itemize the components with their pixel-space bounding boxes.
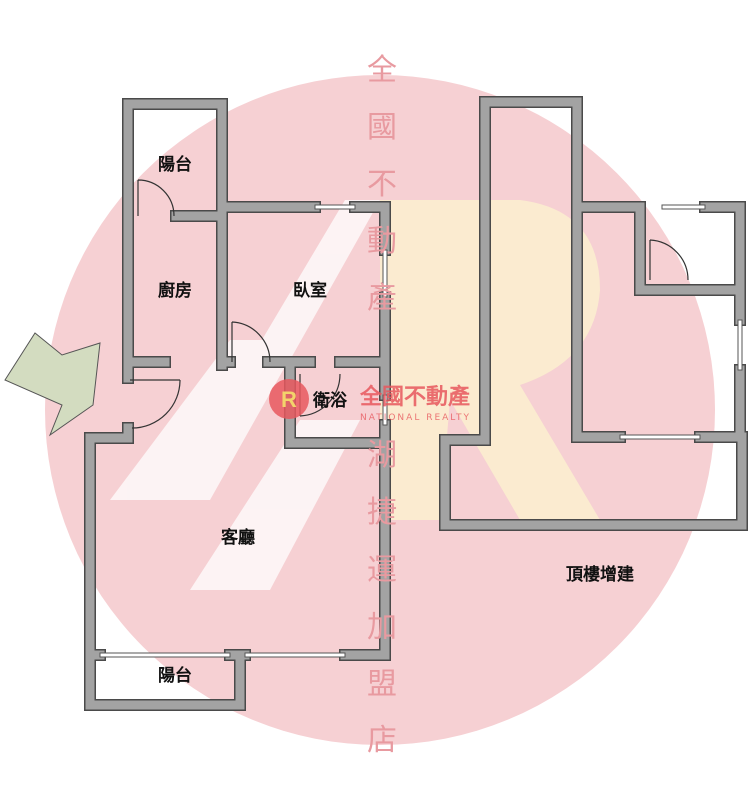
national-realty-logo: R 全國不動產 NATIONAL REALTY	[269, 379, 471, 423]
svg-text:盟: 盟	[367, 667, 397, 702]
svg-text:加: 加	[367, 610, 397, 645]
door-entrance	[130, 379, 181, 429]
watermark-vertical-text: 全 國 不 動 產 湖 捷 運 加 盟 店	[367, 53, 397, 758]
label-balcony-bottom: 陽台	[158, 665, 192, 686]
label-living-room: 客廳	[220, 527, 255, 548]
label-bathroom: 衛浴	[312, 390, 348, 411]
main-unit-walls	[84, 98, 391, 711]
door-rooftop-room	[649, 239, 689, 281]
svg-text:動: 動	[367, 224, 397, 259]
door-bedroom	[231, 321, 271, 363]
entrance-arrow-icon	[4, 332, 101, 437]
svg-text:運: 運	[367, 553, 397, 588]
logo-chinese-text: 全國不動產	[359, 384, 470, 410]
svg-text:不: 不	[367, 167, 397, 202]
light-stripes	[110, 200, 380, 590]
svg-text:湖: 湖	[367, 438, 397, 473]
watermark-background	[45, 75, 715, 745]
svg-text:全: 全	[367, 53, 397, 88]
svg-text:國: 國	[367, 110, 397, 145]
svg-text:產: 產	[367, 281, 397, 316]
label-rooftop-addition: 頂樓增建	[566, 564, 634, 585]
label-kitchen: 廚房	[158, 280, 192, 301]
svg-text:店: 店	[367, 723, 397, 758]
svg-text:捷: 捷	[367, 495, 397, 530]
rooftop-walls	[439, 96, 748, 531]
logo-english-text: NATIONAL REALTY	[360, 413, 471, 423]
door-balcony	[137, 179, 175, 217]
label-bedroom: 臥室	[293, 280, 327, 301]
svg-text:R: R	[281, 387, 297, 412]
label-balcony-top: 陽台	[158, 154, 192, 175]
